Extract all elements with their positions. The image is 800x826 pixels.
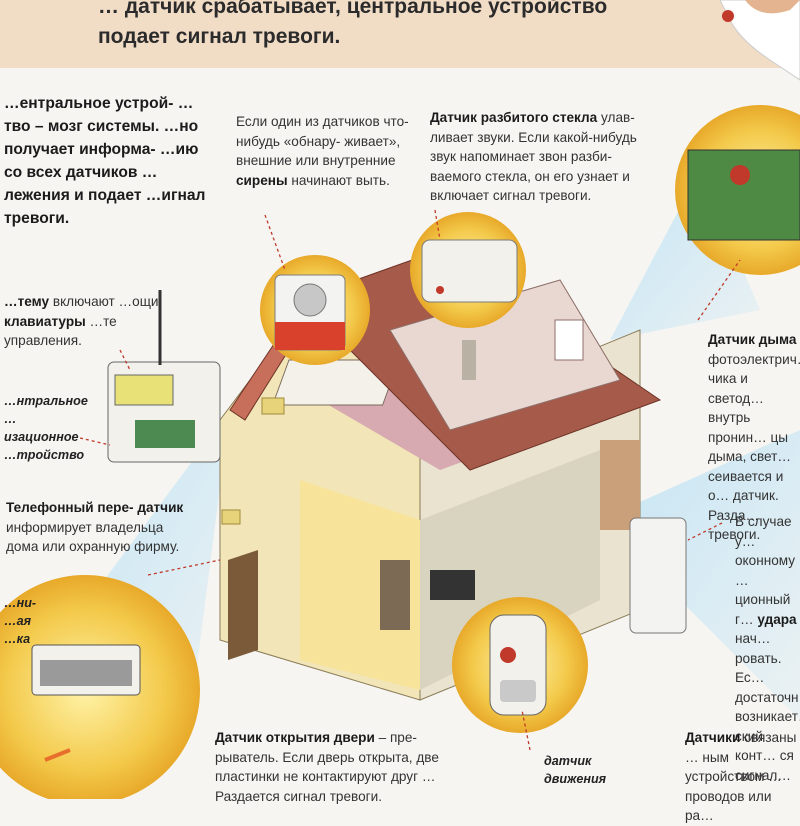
motion-sensor-label: датчик движения <box>544 754 607 786</box>
small-sensor-mid <box>221 509 241 525</box>
house-illustration <box>0 0 800 799</box>
smoke-sensor-icon <box>687 149 800 241</box>
beam-right <box>600 430 800 720</box>
central-device-text: …ентральное устрой- …тво – мозг системы.… <box>4 95 206 227</box>
bookshelf <box>380 560 410 630</box>
headline: … датчик срабатывает, центральное устрой… <box>98 0 608 48</box>
sensors-connection-text: Датчики связаны … ным устройством … пров… <box>685 730 797 823</box>
smoke-sensor-text: Датчик дыма фотоэлектрич… чика и светод…… <box>708 332 800 542</box>
door-sensor-text: Датчик открытия двери – пре- рыватель. Е… <box>215 730 439 804</box>
small-sensor-upper <box>261 397 285 415</box>
computer-desk <box>430 570 475 600</box>
keypad-text: …тему включают …ощи клавиатуры …те управ… <box>4 294 159 348</box>
sirens-text: Если один из датчиков что-нибудь «обнару… <box>236 114 409 188</box>
keypad-display <box>114 374 174 406</box>
shock-sensor-text: В случае у… оконному … ционный г… удара … <box>735 514 800 783</box>
room-lower-left <box>300 480 420 690</box>
person-figure <box>719 0 800 81</box>
lamp <box>462 340 476 380</box>
arrow-icon <box>44 748 71 762</box>
glass-sensor-text: Датчик разбитого стекла улав- ливает зву… <box>430 110 637 203</box>
circuit-board <box>135 420 195 448</box>
kitchen-cabinet <box>600 440 640 530</box>
top-band <box>0 0 800 68</box>
window-sensor-label: …ни- …ая …ка <box>4 596 37 646</box>
front-door <box>228 550 258 660</box>
central-device-label: …нтральное …изационное …тройство <box>4 394 88 462</box>
window-upper <box>554 319 584 361</box>
phone-transmitter-text: Телефонный пере- датчик информирует влад… <box>6 500 184 554</box>
glass-sensor-icon <box>421 239 518 303</box>
siren-light <box>275 322 345 350</box>
beam-top-right <box>610 170 760 340</box>
shock-sensor-icon <box>629 517 687 634</box>
